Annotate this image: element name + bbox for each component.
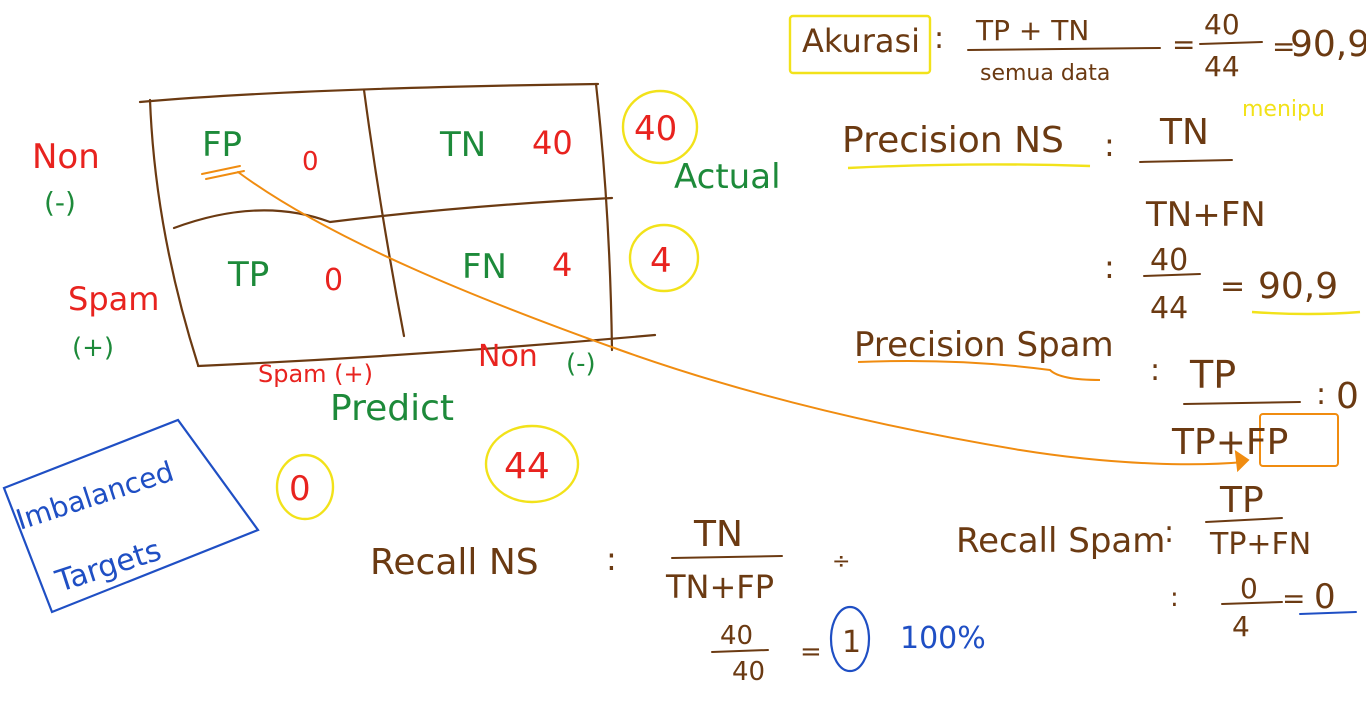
- tp-value: 0: [324, 263, 343, 298]
- precision-ns-num: TN: [1159, 112, 1209, 153]
- tn-value: 40: [532, 124, 573, 162]
- recall-ns-label: Recall NS: [370, 542, 539, 583]
- recall-spam-eq: =: [1282, 582, 1305, 615]
- yellow-highlights: [275, 14, 1361, 521]
- akurasi-label: Akurasi: [802, 22, 920, 60]
- total-pred-non-circle: [484, 424, 580, 504]
- total-non-circle: [621, 89, 699, 165]
- recall-spam-result: 0: [1314, 577, 1336, 617]
- recall-ns-den: TN+FP: [665, 568, 774, 606]
- akurasi-den: semua data: [980, 61, 1110, 86]
- recall-result-circle: [829, 605, 871, 673]
- fraction-bars: [671, 41, 1357, 653]
- row-label-non: Non: [32, 137, 100, 177]
- recall-spam-vden: 4: [1232, 610, 1250, 643]
- precision-ns-label: Precision NS: [842, 120, 1064, 161]
- recall-spam-den: TP+FN: [1209, 527, 1311, 562]
- total-spam-circle: [628, 223, 700, 293]
- precision-spam-label: Precision Spam: [854, 325, 1114, 365]
- akurasi-num: TP + TN: [975, 14, 1089, 47]
- recall-ns-divide: ÷: [832, 549, 850, 574]
- recall-ns-colon: :: [606, 540, 617, 578]
- recall-spam-label: Recall Spam: [956, 521, 1165, 561]
- total-pred-non: 44: [504, 446, 550, 487]
- precision-spam-colon2: :: [1316, 377, 1326, 412]
- akurasi-eq2: =: [1272, 30, 1295, 63]
- fp-arrow: [201, 165, 1339, 473]
- recall-ns-percent: 100%: [900, 621, 986, 656]
- fn-label: FN: [462, 247, 507, 287]
- total-non: 40: [634, 109, 677, 149]
- total-spam: 4: [650, 241, 672, 281]
- recall-ns-eq: =: [800, 637, 822, 667]
- total-pred-spam-circle: [275, 453, 335, 521]
- recall-ns-vnum: 40: [720, 621, 753, 651]
- precision-ns-den: TN+FN: [1145, 195, 1266, 235]
- col-label-non: Non: [478, 339, 538, 374]
- precision-ns-eq: =: [1220, 269, 1245, 304]
- blue-annotations: [2, 418, 871, 673]
- precision-ns-colon: :: [1104, 126, 1115, 164]
- menipu-note: menipu: [1242, 97, 1325, 122]
- precision-spam-colon: :: [1150, 353, 1160, 388]
- precision-spam-num: TP: [1189, 353, 1236, 397]
- precision-spam-den: TP+FP: [1171, 422, 1288, 463]
- recall-ns-result: 1: [842, 625, 861, 660]
- col-label-non-sign: (-): [566, 349, 596, 379]
- recall-ns-vden: 40: [732, 657, 765, 687]
- tn-label: TN: [439, 125, 486, 165]
- imbalanced-line1: Imbalanced: [12, 455, 178, 537]
- fn-value: 4: [552, 246, 572, 284]
- akurasi-eq1: =: [1172, 28, 1195, 61]
- imbalanced-box: [2, 418, 260, 614]
- precision-ns-colon2: :: [1104, 248, 1115, 286]
- fp-label: FP: [202, 125, 242, 165]
- akurasi-res-num: 40: [1204, 8, 1240, 41]
- total-pred-spam: 0: [289, 469, 311, 509]
- orange-underlines: [857, 360, 1101, 381]
- recall-ns-num: TN: [693, 514, 743, 555]
- recall-spam-colon2: :: [1170, 583, 1179, 613]
- tp-label: TP: [227, 255, 269, 295]
- precision-ns-result: 90,9: [1258, 266, 1338, 307]
- precision-ns-vnum: 40: [1150, 243, 1188, 278]
- col-label-spam: Spam (+): [258, 360, 373, 388]
- recall-spam-colon: :: [1164, 515, 1174, 550]
- akurasi-result: 90,9: [1290, 24, 1366, 65]
- precision-ns-vden: 44: [1150, 291, 1188, 326]
- row-label-non-sign: (-): [44, 186, 76, 219]
- row-label-spam-sign: (+): [72, 333, 114, 363]
- actual-label: Actual: [674, 157, 781, 197]
- recall-spam-vnum: 0: [1240, 572, 1258, 605]
- akurasi-colon: :: [934, 21, 944, 56]
- recall-spam-num: TP: [1219, 480, 1264, 521]
- akurasi-box: [788, 14, 932, 75]
- fp-value: 0: [302, 147, 319, 177]
- predict-label: Predict: [330, 388, 454, 429]
- akurasi-res-den: 44: [1204, 50, 1240, 83]
- precision-spam-result: 0: [1336, 376, 1359, 417]
- row-label-spam: Spam: [68, 280, 159, 318]
